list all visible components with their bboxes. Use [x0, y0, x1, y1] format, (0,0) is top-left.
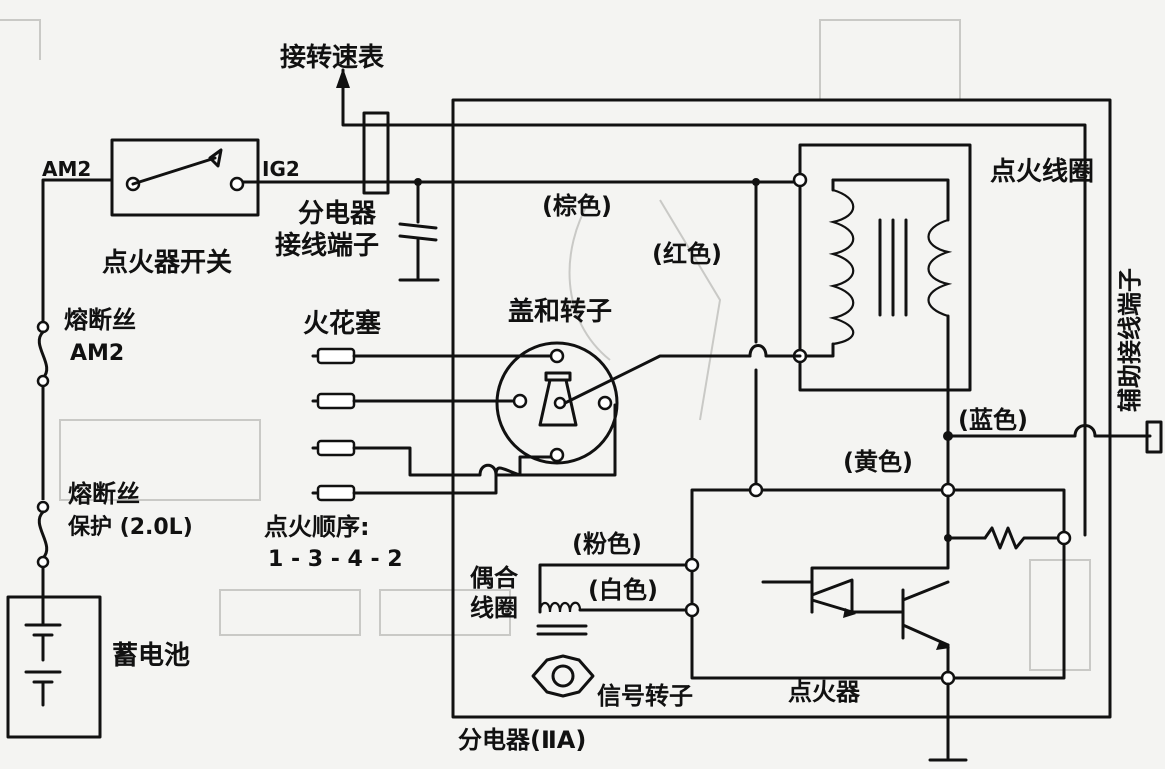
label-fuse2-2: 保护 (2.0L) [67, 515, 193, 540]
plug-lead-4 [368, 403, 617, 495]
wire-blue-aux [946, 424, 1152, 438]
tachometer-arrow [336, 68, 350, 88]
label-firing-order-2: 1 - 3 - 4 - 2 [268, 547, 403, 572]
label-yellow: (黄色) [843, 448, 913, 476]
label-ignition-coil: 点火线圈 [990, 156, 1094, 187]
label-cap-rotor: 盖和转子 [508, 296, 612, 327]
capacitor [398, 178, 440, 282]
label-pink: (粉色) [572, 530, 642, 558]
label-tachometer: 接转速表 [280, 43, 385, 73]
label-igniter: 点火器 [788, 678, 861, 706]
label-pickup-coil-1: 偶合 [470, 564, 519, 592]
spark-plugs [311, 347, 372, 502]
label-distributor: 分电器(ⅡA) [458, 726, 586, 754]
label-dist-terminal-1: 分电器 [298, 199, 377, 229]
label-brown: (棕色) [542, 192, 612, 220]
aux-terminal [1145, 420, 1163, 454]
fuse-am2 [36, 320, 50, 388]
label-signal-rotor: 信号转子 [597, 682, 693, 710]
ignition-switch [110, 138, 260, 217]
label-spark-plug: 火花塞 [303, 308, 381, 339]
node-blue [943, 431, 953, 441]
label-blue: (蓝色) [958, 406, 1028, 434]
label-fuse1-1: 熔断丝 [64, 306, 136, 334]
distributor-housing [451, 98, 1112, 719]
wire-coil-secondary [748, 344, 802, 358]
coil-bus [752, 178, 760, 492]
label-pickup-coil-2: 线圈 [470, 594, 518, 622]
label-battery: 蓄电池 [112, 641, 190, 671]
pickup-coil [536, 563, 688, 636]
spark-plug-1 [311, 347, 372, 365]
wire-tachometer [341, 68, 1087, 537]
igniter-module [684, 482, 1072, 686]
label-red: (红色) [652, 240, 722, 268]
signal-rotor [531, 654, 595, 698]
spark-plug-2 [311, 392, 372, 410]
labels: AM2 IG2 点火器开关 接转速表 分电器 接线端子 点火线圈 (棕色) (红… [42, 43, 1144, 754]
wire-battery-feed [41, 178, 114, 602]
label-white: (白色) [588, 576, 658, 604]
label-fuse1-2: AM2 [70, 341, 124, 366]
label-fuse2-1: 熔断丝 [68, 480, 140, 508]
battery [6, 595, 102, 739]
spark-plug-3 [311, 439, 372, 457]
label-firing-order-1: 点火顺序: [264, 513, 370, 541]
cap-and-rotor [495, 341, 752, 465]
plug-lead-3 [368, 446, 559, 477]
fuse-protect [36, 500, 50, 569]
label-am2: AM2 [42, 157, 91, 181]
spark-plug-4 [311, 484, 372, 502]
label-ignition-switch: 点火器开关 [102, 247, 232, 278]
label-dist-terminal-2: 接线端子 [275, 231, 379, 261]
distributor-terminal-block [362, 111, 390, 195]
label-aux-terminal: 辅助接线端子 [1116, 268, 1144, 412]
label-ig2: IG2 [262, 157, 300, 181]
